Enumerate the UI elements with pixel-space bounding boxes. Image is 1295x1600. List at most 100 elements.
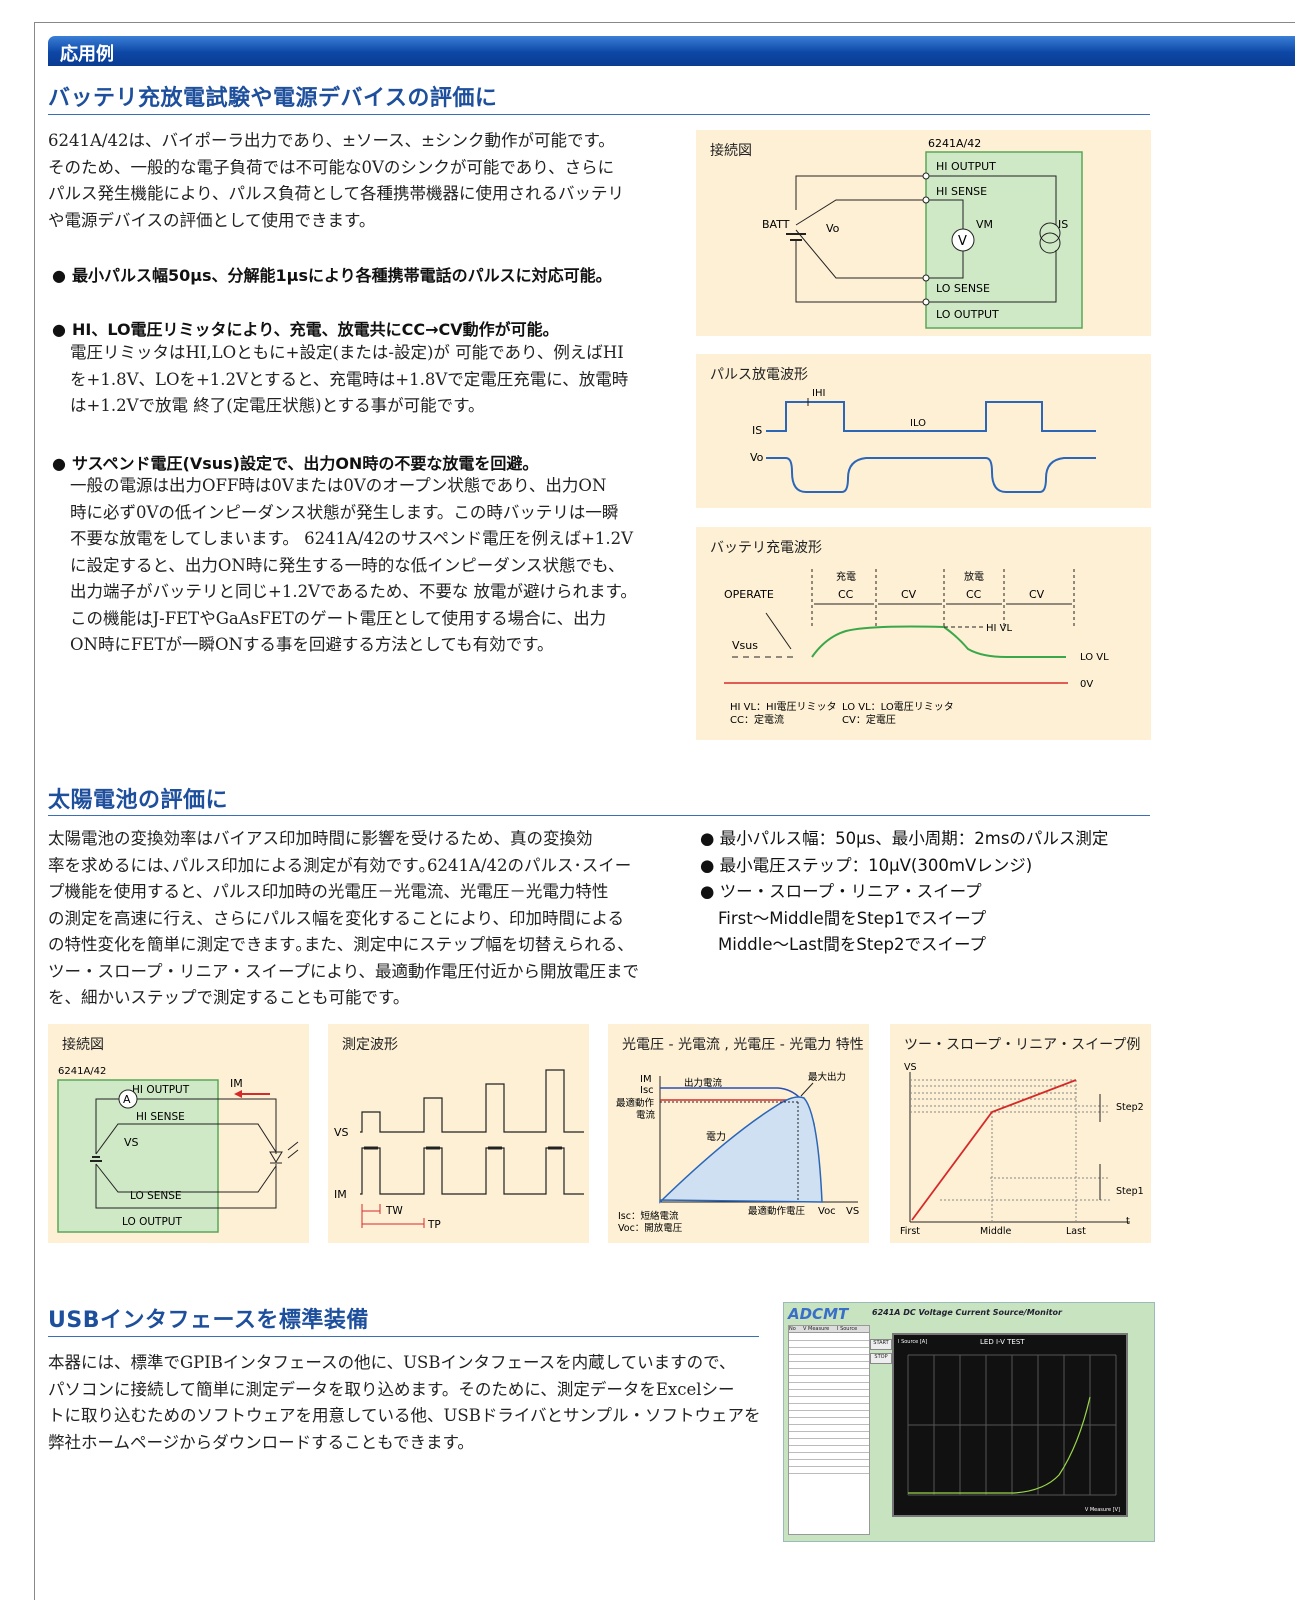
lo-sense-wire	[95, 1163, 277, 1193]
middle-label: Middle	[980, 1226, 1012, 1237]
voltage-curve	[811, 625, 1066, 658]
tw-label: TW	[385, 1205, 403, 1217]
bullet-dot: ●	[52, 454, 66, 473]
vm-label: VM	[976, 218, 993, 231]
graph-title: LED I-V TEST	[980, 1338, 1025, 1346]
last-label: Last	[1066, 1226, 1086, 1237]
bullet-text: HI、LO電圧リミッタにより、充電、放電共にCC→CV動作が可能。	[71, 320, 559, 339]
text-line: ON時にFETが一瞬ONする事を回避する方法としても有効です。	[70, 635, 554, 654]
step1-label: Step1	[1116, 1186, 1144, 1197]
battery-connection-diagram: 接続図 6241A/42 HI OUTPUT HI SENSE LO SENSE…	[696, 130, 1151, 336]
connection-diagram-svg: 6241A/42 HI OUTPUT HI SENSE LO SENSE LO …	[762, 137, 1083, 329]
diagram-title: パルス放電波形	[710, 367, 808, 383]
terminal-dot	[922, 196, 930, 204]
max-power-label: 最大出力	[808, 1071, 846, 1083]
charge-label: 充電	[836, 570, 856, 583]
vo-axis-label: Vo	[750, 451, 764, 464]
vs-waveform	[360, 1069, 584, 1133]
battery-bullet-2: ● HI、LO電圧リミッタにより、充電、放電共にCC→CV動作が可能。	[52, 316, 559, 340]
diagram-title: 接続図	[710, 143, 752, 159]
col-v: V Measure	[803, 1326, 830, 1332]
tp-label: TP	[427, 1219, 441, 1231]
page-frame-top	[34, 22, 1295, 23]
sweep-line	[911, 1079, 1077, 1221]
lo-output-label: LO OUTPUT	[936, 308, 999, 321]
text-line: を、細かいステップで測定することも可能です。	[48, 988, 410, 1007]
table-header: No V Measure I Source	[789, 1326, 869, 1333]
hi-sense-label: HI SENSE	[936, 185, 987, 198]
solar-iv-diagram: 光電圧 - 光電流 , 光電圧 - 光電力 特性 IM Isc 最適動作 電流 …	[608, 1024, 869, 1243]
ilo-label: ILO	[910, 418, 926, 429]
usb-text: 本器には、標準でGPIBインタフェースの他に、USBインタフェースを内蔵していま…	[48, 1350, 761, 1456]
col-no: No	[789, 1326, 796, 1332]
terminal-dot	[922, 298, 930, 306]
is-axis-label: IS	[752, 424, 762, 437]
terminal-dot	[922, 172, 930, 180]
current-source-icon	[1039, 232, 1061, 254]
isc-label: Isc	[640, 1085, 654, 1096]
data-table[interactable]: No V Measure I Source	[788, 1325, 870, 1535]
voc-label: Voc	[818, 1206, 836, 1217]
pulse-discharge-svg: IHI ILO IS Vo	[750, 388, 1096, 493]
battery-bullet-1: ●最小パルス幅50μs、分解能1μsにより各種携帯電話のパルスに対応可能。	[52, 262, 612, 286]
text-line: パソコンに接続して簡単に測定データを取り込めます。そのために、測定データをExc…	[48, 1379, 735, 1399]
light-ray-icon	[287, 1141, 299, 1151]
battery-charge-svg: 充電 放電 CC CV CC CV OPERATE Vsus HI VL LO …	[724, 569, 1109, 726]
battery-bullet-3-text: 一般の電源は出力OFF時は0Vまたは0Vのオープン状態であり、出力ON 時に必ず…	[70, 473, 637, 659]
vo-label: Vo	[826, 222, 840, 235]
legend-cv: CV：定電圧	[842, 713, 896, 726]
software-screenshot: ADCMT 6241A DC Voltage Current Source/Mo…	[783, 1302, 1155, 1542]
text-line: この機能はJ-FETやGaAsFETのゲート電圧として使用する場合に、出力	[70, 608, 607, 628]
is-label: IS	[1058, 218, 1068, 231]
lo-sense-label: LO SENSE	[936, 282, 990, 295]
ihi-label: IHI	[812, 388, 825, 399]
operate-label: OPERATE	[724, 588, 774, 601]
table-rows	[789, 1334, 869, 1474]
app-title: 6241A DC Voltage Current Source/Monitor	[872, 1308, 1062, 1317]
solar-bullets: ● 最小パルス幅：50μs、最小周期：2msのパルス測定 ● 最小電圧ステップ：…	[700, 826, 1108, 959]
solar-heading: 太陽電池の評価に	[48, 788, 229, 813]
diagram-title: 光電圧 - 光電流 , 光電圧 - 光電力 特性	[622, 1037, 864, 1053]
solar-heading-rule	[48, 815, 1150, 816]
col-i: I Source	[837, 1326, 858, 1332]
im-waveform	[360, 1147, 584, 1195]
im-axis-label: IM	[334, 1188, 347, 1201]
start-button[interactable]: START	[870, 1339, 892, 1350]
solar-pulse-diagram: 測定波形 VS IM TW TP	[328, 1024, 589, 1243]
terminal-dot	[922, 274, 930, 282]
cv-label: CV	[1029, 588, 1045, 601]
battery-intro-line: そのため、一般的な電子負荷では不可能な0Vのシンクが可能であり、さらに	[48, 157, 615, 177]
lo-output-wire	[95, 1164, 277, 1209]
battery-intro-line: や電源デバイスの評価として使用できます。	[48, 210, 376, 230]
solar-text: 太陽電池の変換効率はバイアス印加時間に影響を受けるため、真の変換効 率を求めるに…	[48, 826, 639, 1012]
text-line: 電圧リミッタはHI,LOともに+設定(または-設定)が 可能であり、例えばHI	[70, 343, 624, 362]
vs-label: VS	[846, 1206, 859, 1217]
graph-panel: LED I-V TEST I Source [A] V Measure [V]	[892, 1333, 1128, 1517]
stop-button[interactable]: STOP	[870, 1353, 892, 1364]
text-line: の測定を高速に行え、さらにパルス幅を変化することにより、印加時間による	[48, 908, 625, 928]
vs-label: VS	[124, 1136, 139, 1149]
solar-connection-svg: 6241A/42 HI OUTPUT HI SENSE LO SENSE LO …	[57, 1066, 299, 1233]
two-slope-sweep-svg: VS t Step2 Step1 First Middle Last	[900, 1062, 1144, 1237]
diagram-title: ツー・スロープ・リニア・スイープ例	[904, 1037, 1141, 1053]
max-power-pointer	[800, 1082, 814, 1097]
battery-bullet-2-text: 電圧リミッタはHI,LOともに+設定(または-設定)が 可能であり、例えばHI …	[70, 340, 628, 420]
zero-label: 0V	[1080, 679, 1093, 690]
current-source-icon	[1039, 222, 1061, 244]
sweep-step1-text: First〜Middle間をStep1でスイープ	[718, 908, 987, 928]
bullet-dot: ●	[52, 320, 66, 339]
light-ray-icon	[287, 1149, 299, 1159]
diagram-title: 接続図	[62, 1037, 104, 1053]
vs-axis-label: VS	[904, 1062, 917, 1073]
im-arrow-head	[234, 1090, 242, 1098]
text-line: 一般の電源は出力OFF時は0Vまたは0Vのオープン状態であり、出力ON	[70, 476, 607, 495]
text-line: 時に必ず0Vの低インピーダンス状態が発生します。この時バッテリは一瞬	[70, 502, 619, 522]
lo-sense-label: LO SENSE	[130, 1190, 182, 1202]
solar-bullet: ● 最小電圧ステップ：10μV(300mVレンジ)	[700, 853, 1108, 880]
voltmeter-icon	[951, 228, 975, 252]
battery-intro: 6241A/42は、バイポーラ出力であり、±ソース、±シンク動作が可能です。 そ…	[48, 128, 624, 234]
solar-bullet: ● 最小パルス幅：50μs、最小周期：2msのパルス測定	[700, 826, 1108, 853]
ammeter-icon	[118, 1089, 138, 1109]
battery-intro-line: 6241A/42は、バイポーラ出力であり、±ソース、±シンク動作が可能です。	[48, 131, 615, 150]
bullet-dot: ●	[700, 855, 720, 875]
